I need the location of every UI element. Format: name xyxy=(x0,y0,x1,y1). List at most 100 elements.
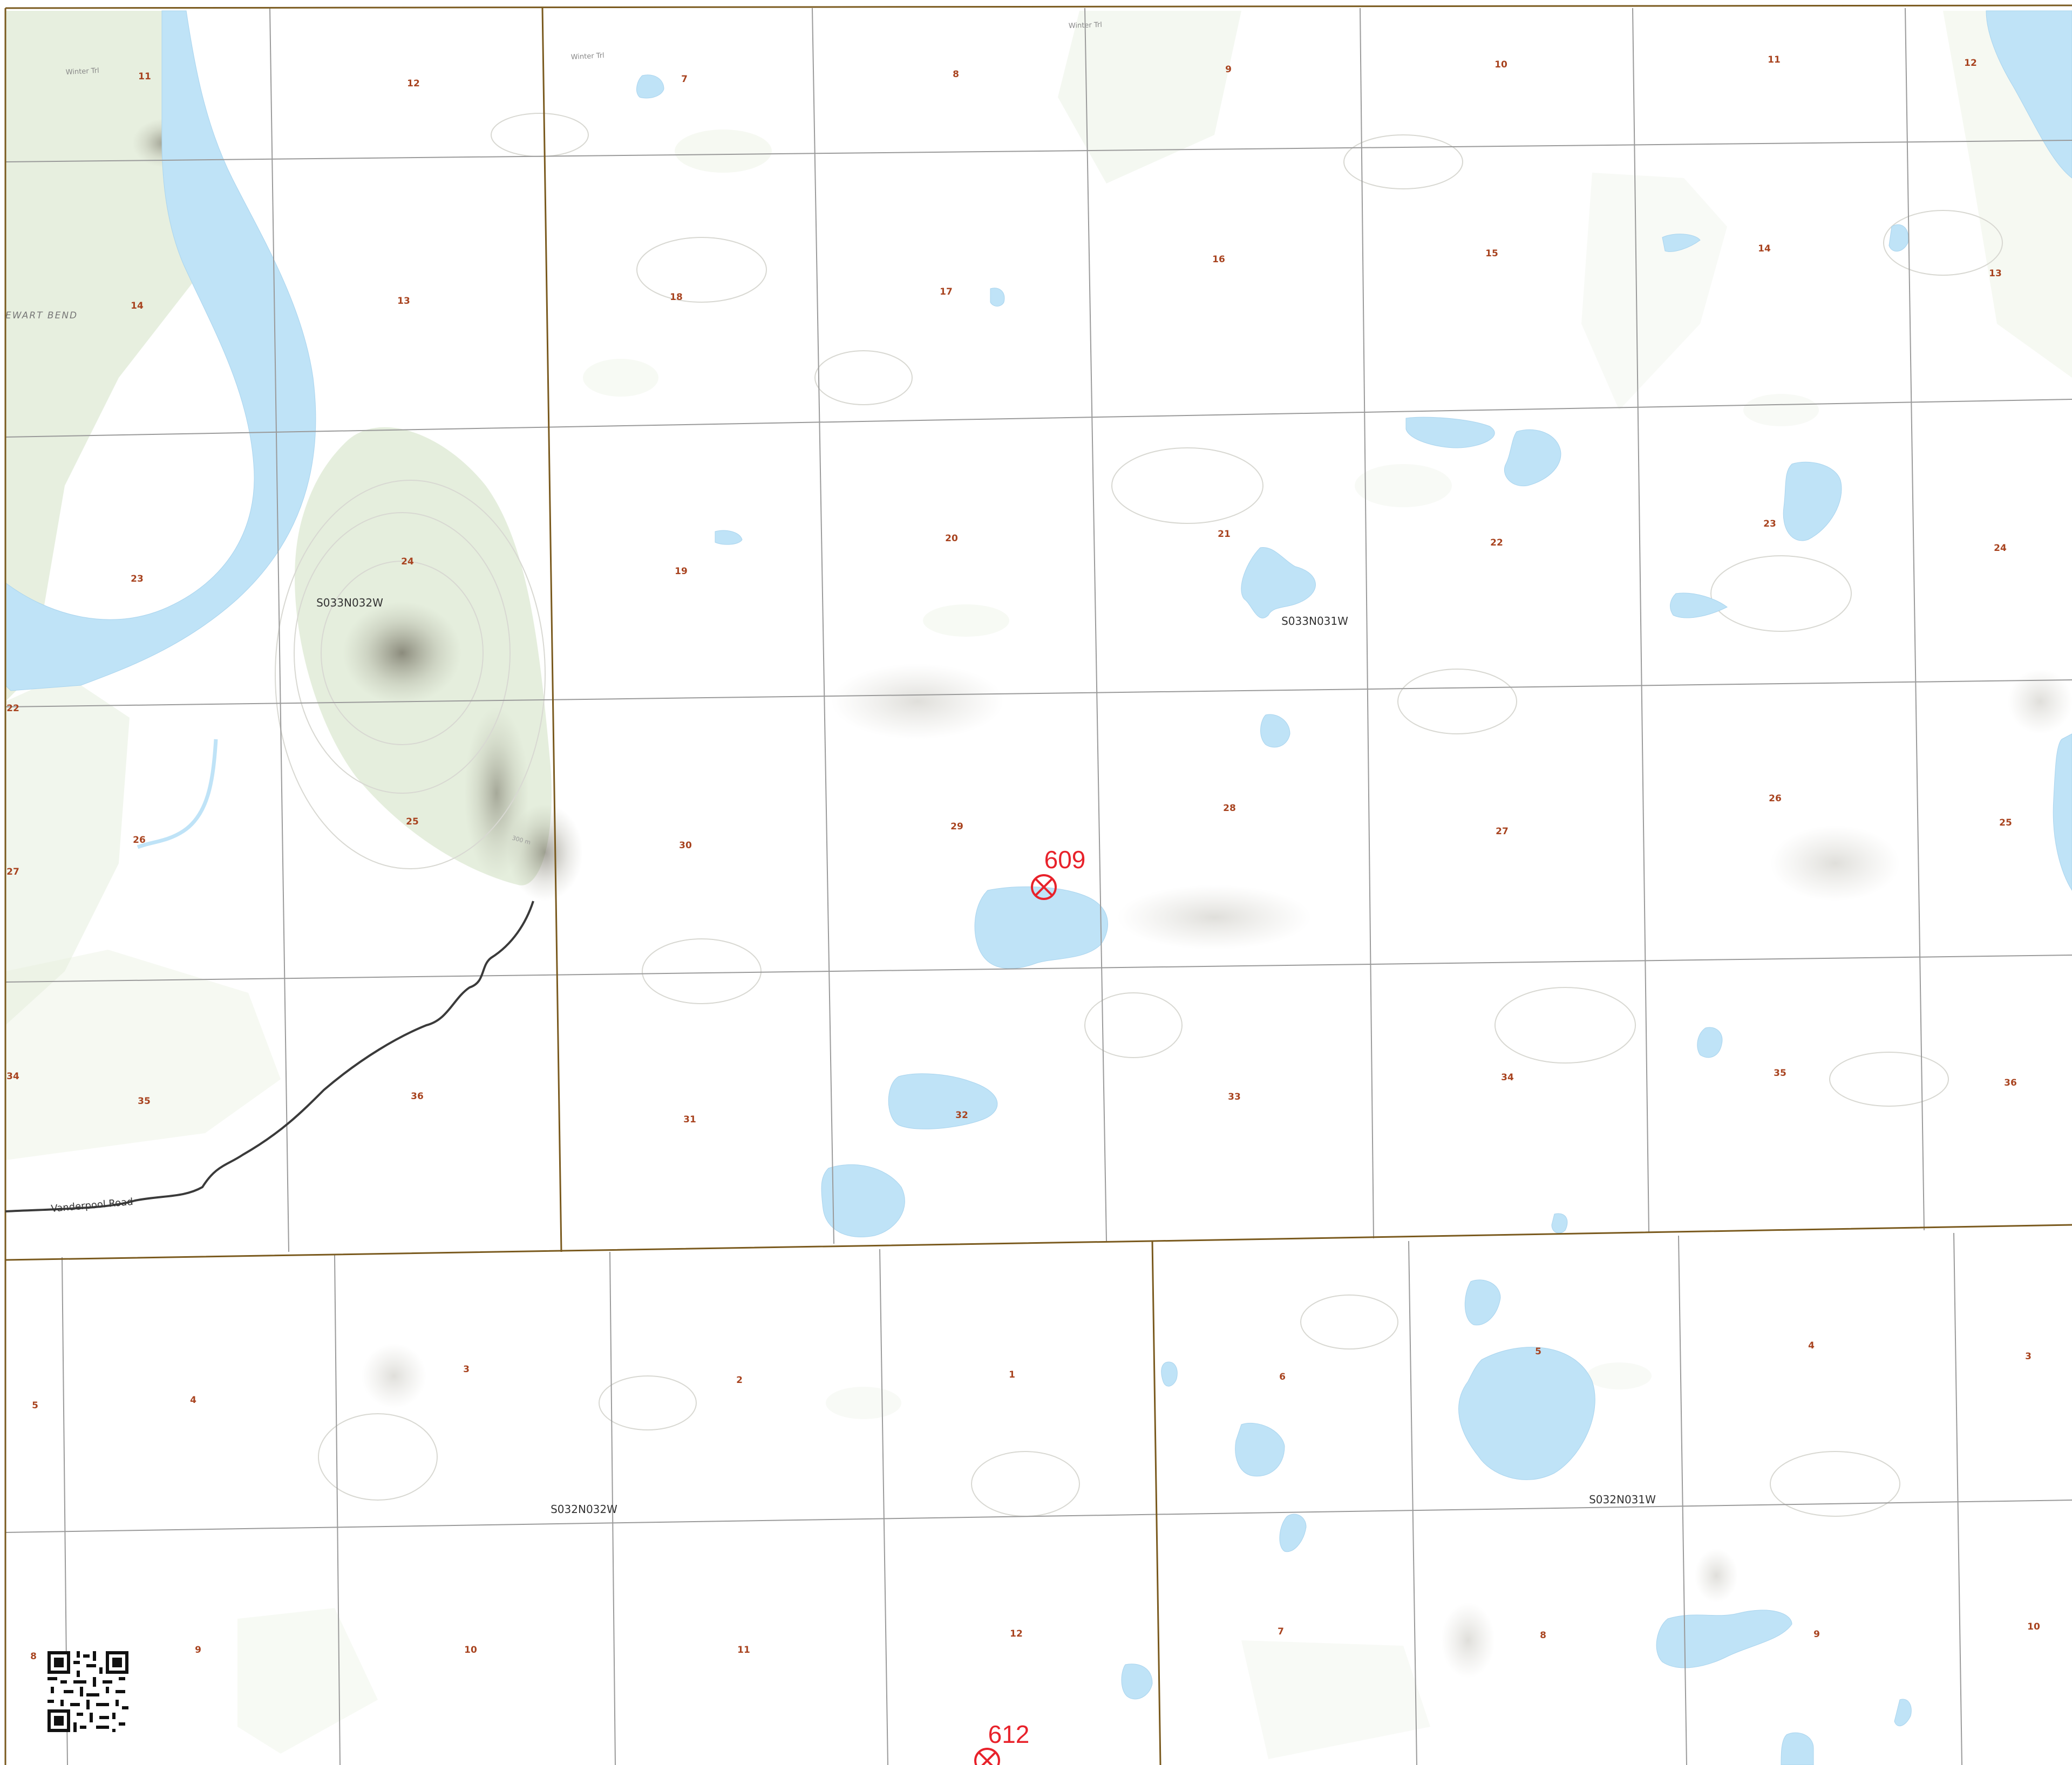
section-number: 36 xyxy=(2004,1078,2017,1088)
well-marker-icon xyxy=(1031,874,1057,900)
section-number: 19 xyxy=(675,566,688,577)
trail-labels: Winter Trl Winter Trl Winter Trl xyxy=(65,21,1102,77)
section-number: 4 xyxy=(1808,1340,1815,1351)
lake xyxy=(1260,714,1290,748)
section-number: 34 xyxy=(6,1071,19,1082)
section-number: 28 xyxy=(1223,803,1236,814)
section-number: 10 xyxy=(464,1645,477,1655)
section-number: 11 xyxy=(1768,54,1781,65)
section-number: 18 xyxy=(670,292,683,303)
section-number: 3 xyxy=(463,1364,470,1375)
section-number: 17 xyxy=(940,287,953,297)
section-number: 27 xyxy=(6,867,19,877)
section-number: 12 xyxy=(1010,1628,1023,1639)
contour-layer xyxy=(275,113,2003,1517)
lake xyxy=(1464,1279,1501,1326)
section-number: 14 xyxy=(131,301,144,311)
section-number: 8 xyxy=(953,69,959,80)
section-number: 9 xyxy=(195,1645,201,1655)
section-number: 16 xyxy=(1212,254,1225,265)
section-number: 24 xyxy=(401,556,414,567)
water-layer xyxy=(5,10,2072,1765)
lake xyxy=(1662,234,1701,252)
section-number: 25 xyxy=(406,816,419,827)
lake xyxy=(1656,1610,1792,1668)
section-number: 15 xyxy=(1485,248,1498,259)
lake xyxy=(1458,1347,1595,1480)
section-number: 23 xyxy=(131,574,144,584)
section-number: 14 xyxy=(1758,243,1771,254)
section-number: 5 xyxy=(1535,1346,1541,1357)
section-number: 35 xyxy=(138,1096,151,1107)
section-number: 23 xyxy=(1763,519,1776,529)
section-number: 26 xyxy=(133,835,146,846)
section-number: 26 xyxy=(1769,793,1782,804)
section-number: 9 xyxy=(1813,1629,1820,1640)
section-number: 22 xyxy=(6,703,19,714)
lake xyxy=(1697,1027,1723,1058)
section-number: 24 xyxy=(1994,543,2007,554)
section-number: 27 xyxy=(1496,826,1509,837)
lake xyxy=(1235,1422,1285,1477)
lake xyxy=(1986,10,2072,179)
qr-code-icon[interactable] xyxy=(47,1651,128,1732)
township-label: S033N031W xyxy=(1281,615,1348,628)
section-number: 11 xyxy=(138,71,151,82)
section-number: 25 xyxy=(1999,817,2012,828)
section-number: 7 xyxy=(1278,1626,1284,1637)
section-number: 11 xyxy=(737,1645,750,1655)
section-number: 10 xyxy=(2027,1621,2040,1632)
well-marker-609[interactable]: 609 xyxy=(1031,846,1086,900)
lake xyxy=(888,1073,998,1129)
section-number: 7 xyxy=(681,74,688,85)
section-number: 9 xyxy=(1225,64,1232,75)
lake xyxy=(1279,1514,1307,1552)
section-number: 13 xyxy=(397,296,410,306)
marker-label: 609 xyxy=(1044,846,1086,874)
lake xyxy=(636,74,664,99)
section-number: 13 xyxy=(1989,268,2002,279)
section-number: 34 xyxy=(1501,1072,1514,1083)
section-number: 8 xyxy=(1540,1630,1546,1641)
section-number: 2 xyxy=(736,1375,743,1386)
lake xyxy=(1405,417,1495,448)
township-label: S032N032W xyxy=(551,1503,617,1516)
section-number: 29 xyxy=(950,821,963,832)
township-label: S033N032W xyxy=(316,596,383,609)
trail-label: Winter Trl xyxy=(65,67,99,77)
hillshade-layer xyxy=(132,119,2072,1678)
section-number: 5 xyxy=(32,1400,38,1411)
section-number: 1 xyxy=(1009,1369,1015,1380)
marker-label: 612 xyxy=(988,1720,1030,1748)
well-marker-icon xyxy=(974,1748,1000,1765)
section-number: 22 xyxy=(1490,537,1503,548)
river xyxy=(5,10,316,691)
well-marker-612[interactable]: 612 xyxy=(974,1720,1030,1765)
section-number: 3 xyxy=(2025,1351,2032,1362)
section-number: 10 xyxy=(1494,59,1507,70)
lake xyxy=(1888,224,1909,252)
section-number: 35 xyxy=(1774,1068,1786,1079)
lake xyxy=(2053,733,2072,891)
lake xyxy=(1241,547,1316,619)
trail-label: Winter Trl xyxy=(1069,21,1102,30)
trail-label: Winter Trl xyxy=(570,52,604,62)
section-number: 6 xyxy=(1279,1372,1286,1382)
lake xyxy=(1121,1664,1153,1700)
section-number: 30 xyxy=(679,840,692,851)
section-numbers: 11 12 7 8 9 10 11 12 14 13 18 17 16 15 1… xyxy=(6,54,2040,1662)
lake xyxy=(1783,461,1842,541)
section-number: 32 xyxy=(955,1110,968,1121)
township-labels: S033N032W S033N031W S032N032W S032N031W xyxy=(316,596,1656,1516)
township-boundaries xyxy=(4,4,2072,1765)
creek xyxy=(137,739,218,849)
section-number: 4 xyxy=(190,1395,196,1406)
section-number: 12 xyxy=(407,78,420,89)
lake xyxy=(1894,1699,1912,1727)
township-label: S032N031W xyxy=(1589,1493,1656,1506)
section-number: 31 xyxy=(683,1114,696,1125)
lake xyxy=(821,1164,905,1238)
place-label-ewart-bend: EWART BEND xyxy=(5,310,78,321)
